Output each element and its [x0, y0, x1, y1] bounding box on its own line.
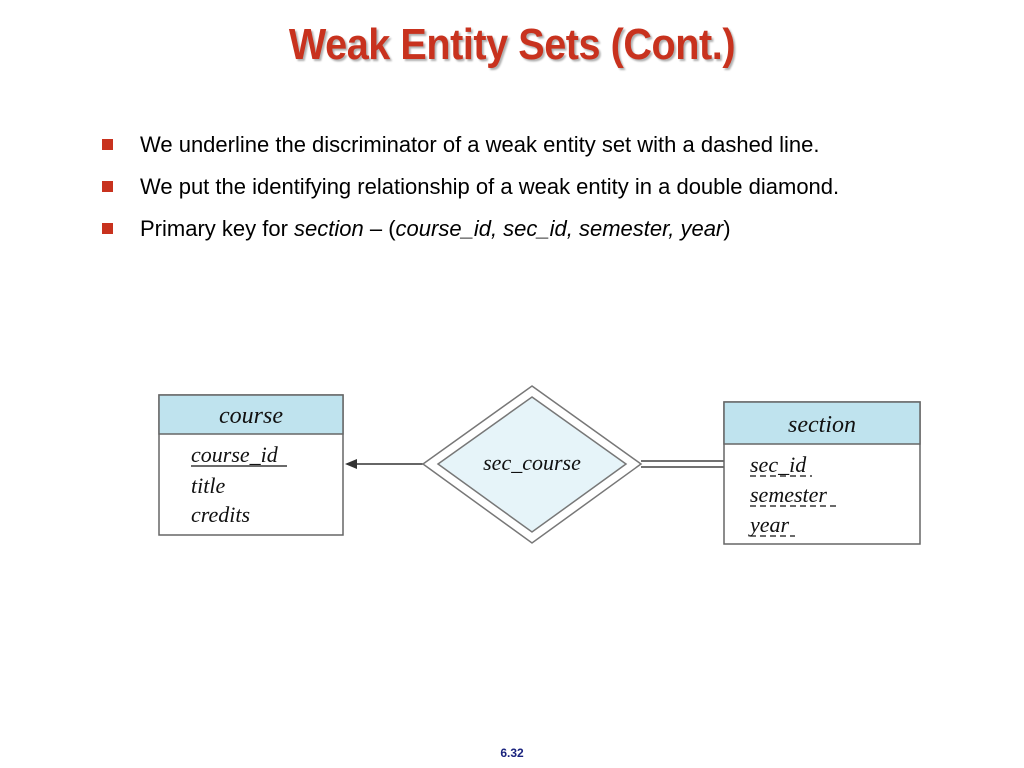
- section-entity: section sec_id semester year: [723, 401, 921, 545]
- slide-number: 6.32: [500, 746, 524, 760]
- section-attr-year: year: [748, 512, 790, 537]
- bullet-item-3: Primary key for section – (course_id, se…: [102, 214, 902, 244]
- square-bullet-icon: [102, 223, 113, 234]
- bullet-3-part-3: – (: [363, 216, 396, 241]
- relationship-inner-diamond: [436, 396, 628, 533]
- arrowhead-icon: [345, 459, 357, 469]
- section-entity-header: [723, 401, 921, 445]
- relationship-name: sec_course: [483, 450, 581, 475]
- bullet-text-3: Primary key for section – (course_id, se…: [140, 216, 731, 241]
- square-bullet-icon: [102, 139, 113, 150]
- bullet-3-part-2: section: [294, 216, 364, 241]
- course-attr-title: title: [191, 473, 225, 498]
- bullet-3-part-5: ): [723, 216, 731, 241]
- bullet-3-part-4: course_id, sec_id, semester, year: [395, 216, 724, 241]
- section-entity-name: section: [788, 412, 856, 438]
- sec-course-relationship: sec_course: [421, 385, 643, 544]
- bullet-list: We underline the discriminator of a weak…: [102, 130, 902, 256]
- course-entity-header: [158, 394, 344, 435]
- slide-title: Weak Entity Sets (Cont.): [288, 20, 736, 69]
- course-attr-credits: credits: [191, 502, 250, 527]
- bullet-item-1: We underline the discriminator of a weak…: [102, 130, 902, 160]
- square-bullet-icon: [102, 181, 113, 192]
- bullet-text-2: We put the identifying relationship of a…: [140, 174, 840, 199]
- course-entity: course course_id title credits: [158, 394, 344, 536]
- section-attr-semester: semester: [750, 482, 827, 507]
- course-attr-course-id: course_id: [191, 442, 279, 467]
- course-entity-name: course: [219, 403, 283, 429]
- section-attr-sec-id: sec_id: [750, 452, 807, 477]
- bullet-text-1: We underline the discriminator of a weak…: [140, 132, 820, 157]
- bullet-3-part-1: Primary key for: [140, 216, 295, 241]
- bullet-item-2: We put the identifying relationship of a…: [102, 172, 902, 202]
